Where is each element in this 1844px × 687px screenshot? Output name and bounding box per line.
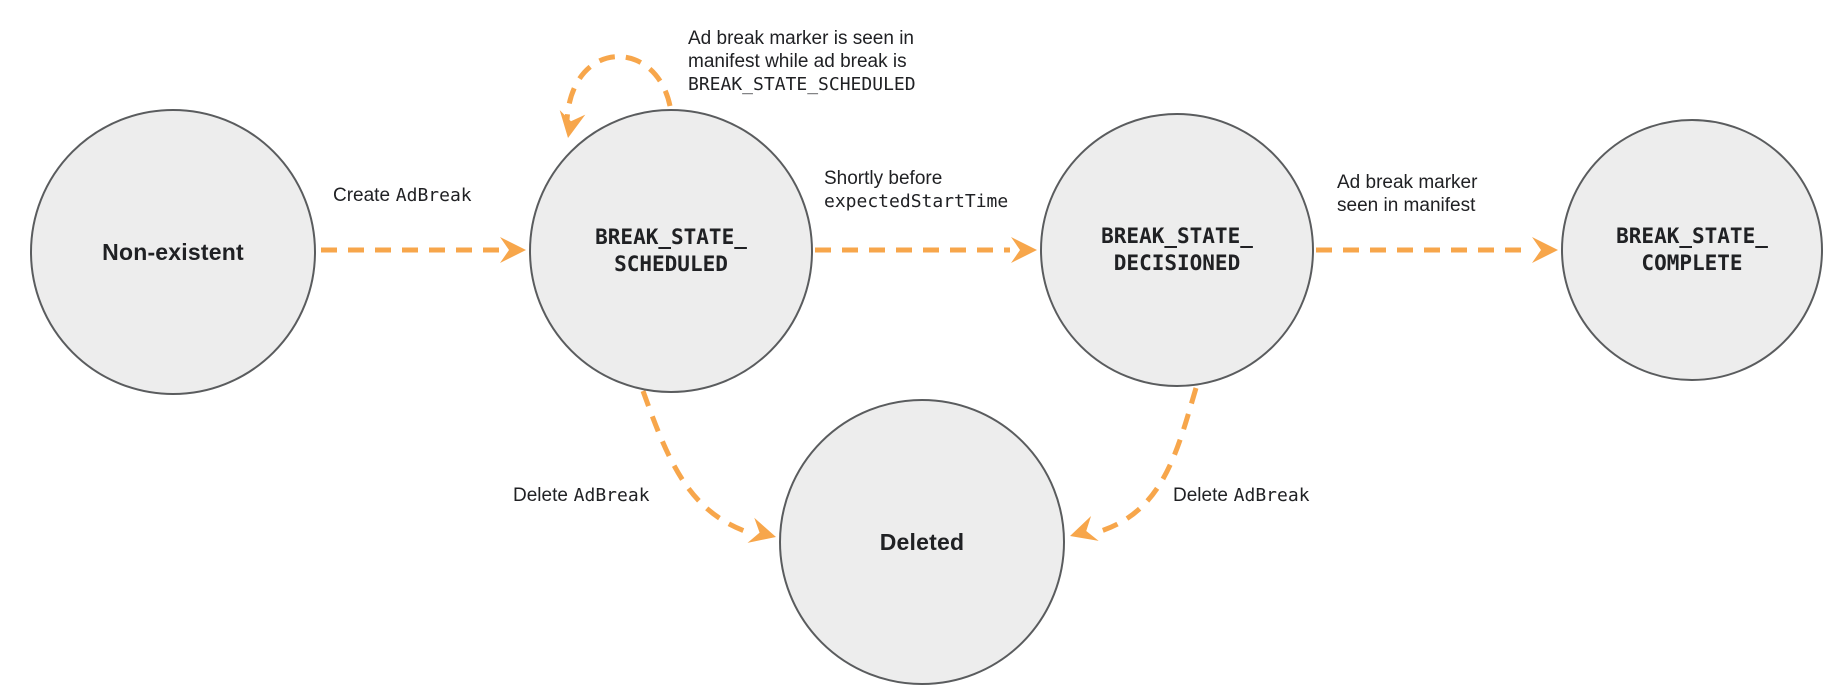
- node-break-state-complete: BREAK_STATE_ COMPLETE: [1561, 119, 1823, 381]
- edge-marker-seen-line1: Ad break marker: [1337, 172, 1478, 193]
- node-break-state-decisioned-label: BREAK_STATE_ DECISIONED: [1101, 223, 1253, 277]
- edge-create-text: Create: [333, 185, 391, 206]
- edge-delete-left-text: Delete: [513, 485, 568, 506]
- edge-shortly-code: expectedStartTime: [824, 191, 1009, 212]
- node-break-state-scheduled: BREAK_STATE_ SCHEDULED: [529, 109, 813, 393]
- edge-label-shortly-before: Shortly before expectedStartTime: [824, 167, 1008, 213]
- edge-self-loop-arrowhead: [559, 110, 586, 138]
- edge-create-code: AdBreak: [395, 185, 472, 206]
- node-break-state-complete-label: BREAK_STATE_ COMPLETE: [1616, 223, 1768, 277]
- edge-shortly-text: Shortly before: [824, 168, 943, 189]
- node-scheduled-line2: SCHEDULED: [614, 252, 728, 276]
- node-break-state-scheduled-label: BREAK_STATE_ SCHEDULED: [595, 224, 747, 278]
- edge-delete-left-path: [640, 390, 751, 536]
- edge-delete-left-arrowhead: [747, 517, 776, 543]
- edge-delete-left-code: AdBreak: [573, 485, 650, 506]
- node-deleted: Deleted: [779, 399, 1065, 685]
- node-scheduled-line1: BREAK_STATE_: [595, 225, 747, 249]
- node-deleted-label: Deleted: [879, 528, 965, 555]
- node-non-existent: Non-existent: [30, 109, 316, 395]
- edge-self-loop-line2: manifest while ad break is: [688, 51, 907, 72]
- edge-delete-right-arrowhead: [1070, 515, 1099, 541]
- edge-shortly-arrowhead: [1011, 237, 1037, 263]
- edge-marker-seen-line2: seen in manifest: [1337, 195, 1476, 216]
- node-break-state-decisioned: BREAK_STATE_ DECISIONED: [1040, 113, 1314, 387]
- edge-self-loop-code: BREAK_STATE_SCHEDULED: [688, 74, 916, 95]
- node-complete-line1: BREAK_STATE_: [1616, 224, 1768, 248]
- edge-delete-right-code: AdBreak: [1233, 485, 1310, 506]
- edge-label-marker-seen: Ad break marker seen in manifest: [1337, 171, 1477, 217]
- edge-marker-seen-arrowhead: [1532, 237, 1558, 263]
- node-non-existent-label: Non-existent: [102, 238, 244, 265]
- edge-label-self-loop: Ad break marker is seen in manifest whil…: [688, 27, 916, 96]
- edge-delete-right-path: [1097, 387, 1199, 535]
- edge-create-arrowhead: [500, 237, 526, 263]
- node-decisioned-line1: BREAK_STATE_: [1101, 224, 1253, 248]
- edge-self-loop-line1: Ad break marker is seen in: [688, 28, 914, 49]
- edge-delete-right-text: Delete: [1173, 485, 1228, 506]
- edge-self-loop-path: [564, 54, 673, 121]
- node-decisioned-line2: DECISIONED: [1113, 251, 1241, 275]
- node-complete-line2: COMPLETE: [1641, 251, 1743, 275]
